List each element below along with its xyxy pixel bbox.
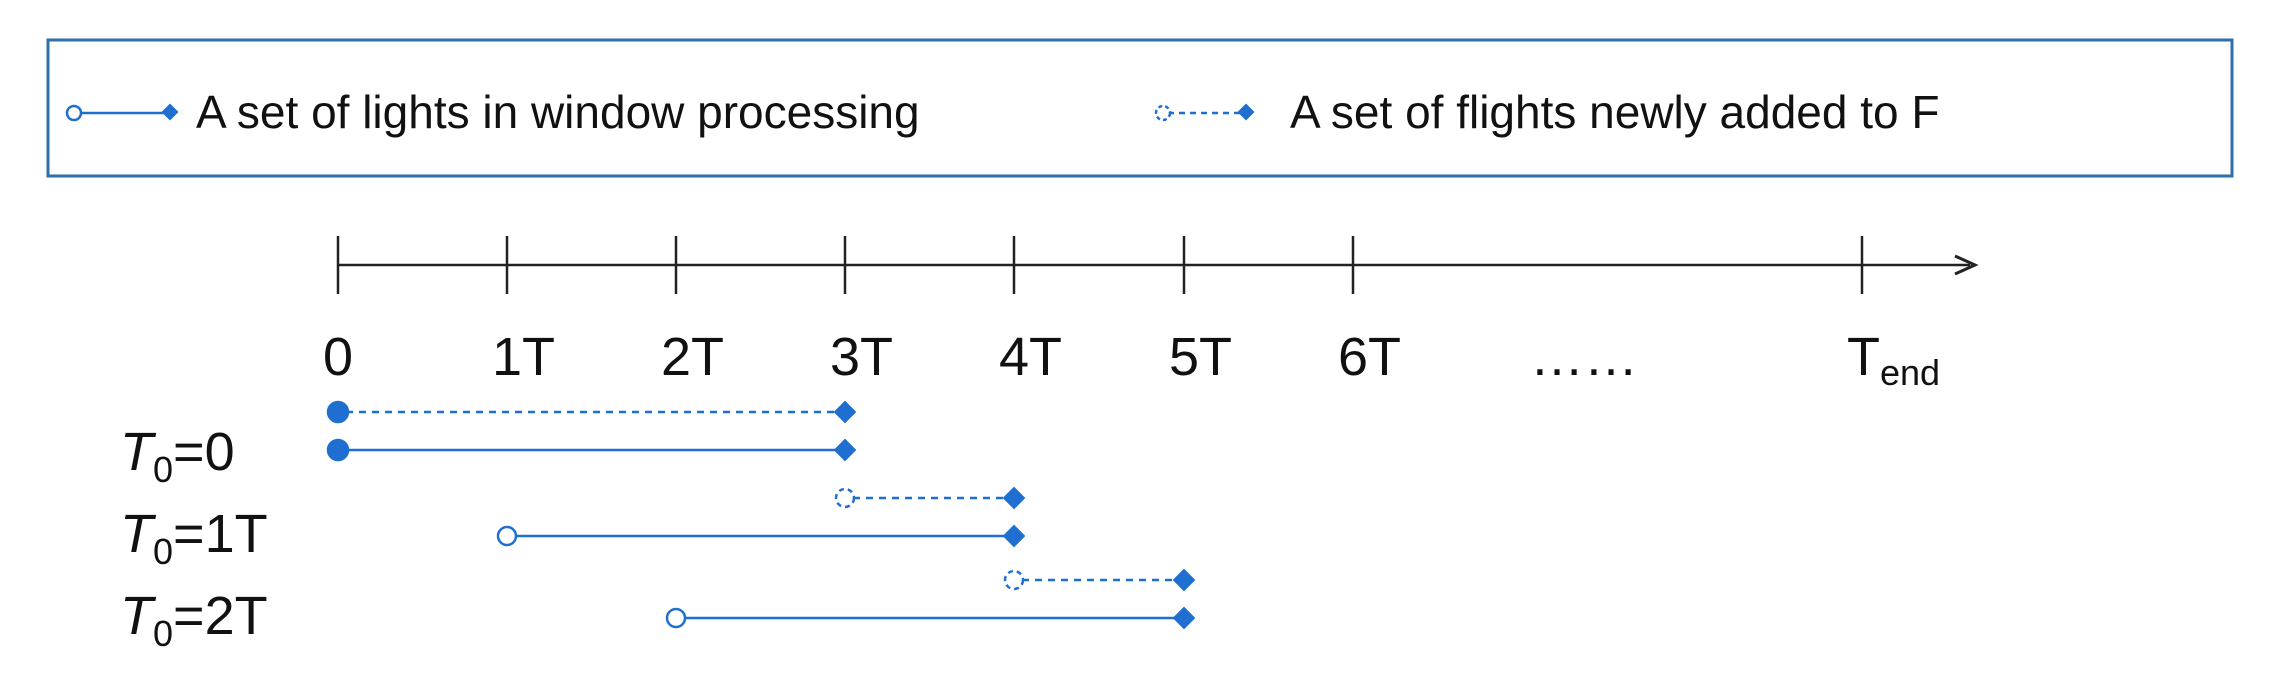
legend-solid-label: A set of lights in window processing bbox=[196, 86, 920, 138]
axis-ellipsis: …… bbox=[1530, 327, 1638, 387]
row-label-rest: =1T bbox=[173, 504, 268, 564]
segment-end-marker bbox=[1002, 486, 1026, 510]
row-label-sub: 0 bbox=[153, 613, 173, 654]
segment-start-marker bbox=[326, 400, 350, 424]
axis-tick-label: Tend bbox=[1847, 327, 1940, 393]
segment-end-marker bbox=[1002, 524, 1026, 548]
axis-tick-label: 0 bbox=[323, 327, 353, 387]
legend-frame bbox=[46, 38, 2234, 178]
legend-dashed-label: A set of flights newly added to F bbox=[1290, 86, 1939, 138]
time-axis: 0 1T 2T 3T 4T 5T 6T Tend …… bbox=[323, 236, 1979, 393]
segment-end-marker bbox=[833, 400, 857, 424]
segment-start-marker bbox=[1003, 569, 1025, 591]
row-label: T0=1T bbox=[120, 504, 268, 572]
legend-solid-marker bbox=[65, 103, 179, 122]
row-1-dashed-segment bbox=[834, 486, 1026, 510]
row-label-sub: 0 bbox=[153, 531, 173, 572]
segment-start-marker bbox=[834, 487, 856, 509]
row-label: T0=2T bbox=[120, 586, 268, 654]
axis-tick-label: 5T bbox=[1169, 327, 1232, 387]
row-2-solid-segment bbox=[665, 606, 1196, 630]
axis-tick-label: 2T bbox=[661, 327, 724, 387]
row-0-solid-segment bbox=[326, 438, 857, 462]
axis-tick-label: 3T bbox=[830, 327, 893, 387]
axis-tick-label: 1T bbox=[492, 327, 555, 387]
row-label-rest: =2T bbox=[173, 586, 268, 646]
window-row: T0=1T bbox=[120, 486, 1026, 572]
segment-end-marker bbox=[1172, 606, 1196, 630]
axis-tick-labels: 0 1T 2T 3T 4T 5T 6T Tend bbox=[323, 327, 1940, 393]
row-0-dashed-segment bbox=[326, 400, 857, 424]
segment-start-marker bbox=[665, 607, 687, 629]
row-label-main: T bbox=[120, 504, 157, 564]
row-label: T0=0 bbox=[120, 422, 235, 490]
row-2-dashed-segment bbox=[1003, 568, 1196, 592]
legend-dashed-marker bbox=[1154, 103, 1255, 122]
axis-tick-label: 4T bbox=[999, 327, 1062, 387]
segment-start-marker bbox=[496, 525, 518, 547]
axis-tick-label: 6T bbox=[1338, 327, 1401, 387]
axis-tick-label-sub: end bbox=[1880, 352, 1940, 393]
window-row: T0=0 bbox=[120, 400, 857, 490]
row-label-main: T bbox=[120, 422, 157, 482]
segment-start-marker bbox=[326, 438, 350, 462]
row-label-main: T bbox=[120, 586, 157, 646]
row-label-sub: 0 bbox=[153, 449, 173, 490]
legend: A set of lights in window processing A s… bbox=[46, 38, 2234, 178]
row-label-rest: =0 bbox=[173, 422, 235, 482]
segment-end-marker bbox=[833, 438, 857, 462]
axis-ticks bbox=[336, 236, 1864, 294]
axis-arrow-icon bbox=[1954, 254, 1979, 276]
segment-end-marker bbox=[1172, 568, 1196, 592]
row-1-solid-segment bbox=[496, 524, 1026, 548]
window-row: T0=2T bbox=[120, 568, 1196, 654]
